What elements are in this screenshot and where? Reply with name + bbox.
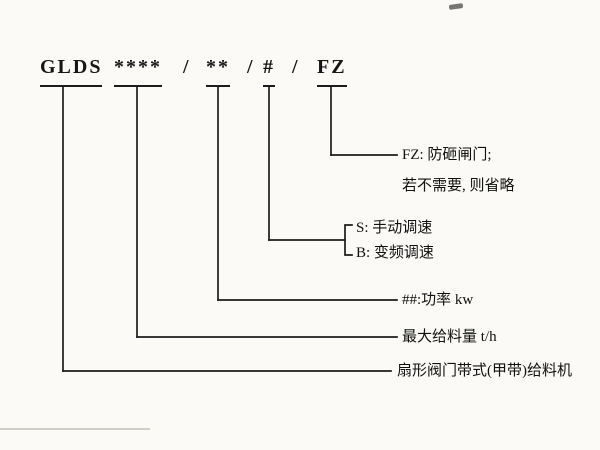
code-segment-power: ** [206, 54, 230, 87]
annotation-gate: FZ: 防砸闸门; [402, 147, 492, 163]
code-separator-2: / [247, 56, 253, 78]
annotation-speed-vfd: B: 变频调速 [356, 245, 434, 261]
code-segment-gate: FZ [317, 54, 347, 87]
code-segment-prefix: GLDS [40, 54, 103, 87]
annotation-gate-note: 若不需要, 则省略 [402, 178, 515, 194]
annotation-power: ##:功率 kw [402, 292, 474, 308]
code-separator-3: / [292, 56, 298, 78]
code-segment-speed: # [263, 54, 275, 87]
code-segment-capacity: **** [114, 54, 162, 87]
leader-lines-group [62, 154, 398, 372]
speed-options-bracket [344, 224, 353, 256]
scan-artifact-bottom-left [0, 428, 150, 430]
annotation-machine-type: 扇形阀门带式(甲带)给料机 [397, 363, 572, 379]
drop-lines-group [62, 85, 332, 372]
code-separator-1: / [183, 56, 189, 78]
annotation-speed-manual: S: 手动调速 [356, 220, 433, 236]
annotation-capacity: 最大给料量 t/h [402, 329, 497, 345]
